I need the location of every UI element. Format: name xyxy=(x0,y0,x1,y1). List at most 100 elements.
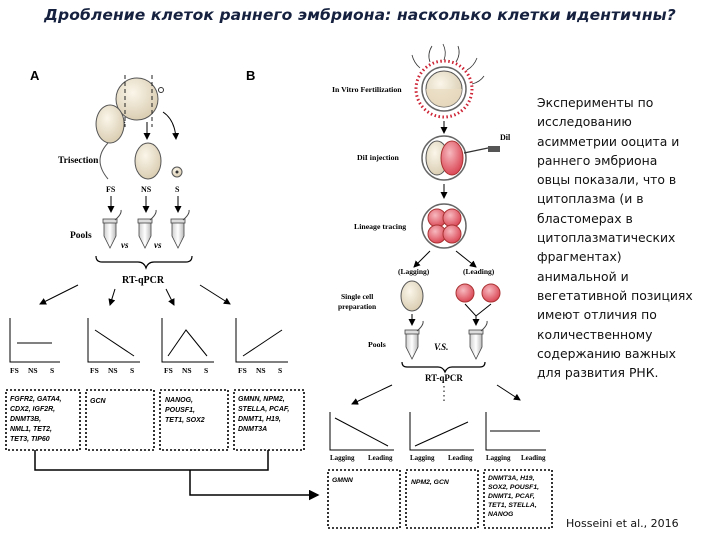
ivf-label: In Vitro Fertilization xyxy=(332,85,402,94)
graph-a2-x-s: S xyxy=(130,366,134,375)
gene-box-a4-line: STELLA, PCAF, xyxy=(238,406,289,413)
gene-box-a2 xyxy=(85,389,155,451)
graph-a-3 xyxy=(161,318,214,363)
tube-icon xyxy=(404,320,424,360)
vs-label-1: vs xyxy=(121,240,129,250)
gene-box-a4-line: GMNN, NPM2, xyxy=(238,396,285,403)
description-line: вегетативной позициях xyxy=(537,287,693,303)
graph-a3-x-s: S xyxy=(204,366,208,375)
cat-s: S xyxy=(175,185,180,194)
lagging-paren: (Lagging) xyxy=(398,267,430,276)
graph-a-1 xyxy=(9,318,60,363)
description-line: бластомерах в xyxy=(537,210,633,226)
description-line: овцы показали, что в xyxy=(537,172,677,188)
gene-box-b1-line: GMNN xyxy=(332,477,354,484)
graph-b-1 xyxy=(329,412,394,451)
description-line: цитоплазма (и в xyxy=(537,191,644,207)
lineage-label: Lineage tracing xyxy=(354,222,406,231)
graph-b1-x-leading: Leading xyxy=(368,454,393,462)
gene-box-b2-line: NPM2, GCN xyxy=(411,479,450,486)
description-line: анимальной и xyxy=(537,268,629,284)
panel-a-label: A xyxy=(30,68,40,83)
description-line: раннего эмбриона xyxy=(537,152,658,168)
tube-icon xyxy=(102,209,122,249)
description-line: исследованию xyxy=(537,114,632,130)
gene-box-b3-line: DNMT3A, H19, xyxy=(488,475,535,482)
graph-a4-x-s: S xyxy=(278,366,282,375)
pools-label-a: Pools xyxy=(70,231,92,241)
graph-a-2 xyxy=(87,318,140,363)
dil-label: Dil xyxy=(500,133,511,142)
pools-label-b: Pools xyxy=(368,340,386,349)
gene-box-a3 xyxy=(159,389,229,451)
graph-a3-x-ns: NS xyxy=(182,366,192,375)
gene-box-b2 xyxy=(405,469,479,529)
gene-box-a1-line: NML1, TET2, xyxy=(10,426,52,433)
gene-box-a4 xyxy=(233,389,305,451)
description-line: Эксперименты по xyxy=(537,95,654,110)
oocyte-a xyxy=(115,75,164,127)
dil-injection-label: DiI injection xyxy=(357,153,399,162)
gene-box-b3-line: TET1, STELLA, xyxy=(488,502,537,509)
graph-a1-x-ns: NS xyxy=(28,366,38,375)
graph-b3-x-lagging: Lagging xyxy=(486,454,511,462)
graph-a3-x-fs: FS xyxy=(164,366,173,375)
gene-box-b3 xyxy=(483,469,553,529)
ivf-egg xyxy=(411,43,485,119)
graph-b-2 xyxy=(409,412,474,451)
fragments-a xyxy=(95,104,183,180)
description-line: для развития РНК. xyxy=(537,365,659,381)
graph-b1-x-lagging: Lagging xyxy=(330,454,355,462)
graph-a4-x-fs: FS xyxy=(238,366,247,375)
trisection-label: Trisection xyxy=(58,156,99,166)
graph-a-4 xyxy=(235,318,288,363)
single-cells xyxy=(400,280,501,312)
citation: Hosseini et al., 2016 xyxy=(566,517,679,530)
gene-box-b3-line: NANOG xyxy=(488,511,514,518)
gene-box-a1-line: CDX2, IGF2R, xyxy=(10,406,55,413)
gene-box-a3-line: TET1, SOX2 xyxy=(165,417,205,424)
gene-box-a1-line: TET3, TIP60 xyxy=(10,436,50,443)
description-line: имеют отличия по xyxy=(537,307,657,323)
tube-icon xyxy=(468,320,488,360)
description-line: асимметрии ооцита и xyxy=(537,133,680,149)
graph-a1-x-s: S xyxy=(50,366,54,375)
graph-b2-x-leading: Leading xyxy=(448,454,473,462)
gene-box-a1-line: DNMT3B, xyxy=(10,416,41,423)
gene-box-a1-line: FGFR2, GATA4, xyxy=(10,396,62,403)
description-line: содержанию важных xyxy=(537,345,677,361)
description-line: фрагментах) xyxy=(537,249,622,265)
gene-box-a3-line: POUSF1, xyxy=(165,407,195,414)
vs-label-b: V.S. xyxy=(434,342,448,352)
gene-box-a3-line: NANOG, xyxy=(165,397,193,404)
description-text: Эксперименты по исследованию асимметрии … xyxy=(537,93,715,382)
single-cell-label-2: preparation xyxy=(338,302,377,311)
graph-a4-x-ns: NS xyxy=(256,366,266,375)
panel-b-label: B xyxy=(246,68,255,83)
gene-box-a4-line: DNMT3A xyxy=(238,426,267,433)
gene-box-b3-line: DNMT1, PCAF, xyxy=(488,493,535,500)
dil-embryo xyxy=(421,135,500,181)
graph-a1-x-fs: FS xyxy=(10,366,19,375)
graph-b-3 xyxy=(485,412,546,451)
description-line: цитоплазматических xyxy=(537,230,676,246)
gene-box-a4-line: DNMT1, H19, xyxy=(238,416,281,423)
leading-paren: (Leading) xyxy=(463,267,495,276)
graph-b3-x-leading: Leading xyxy=(521,454,546,462)
lineage-embryo xyxy=(421,203,467,249)
gene-box-b1 xyxy=(327,469,401,529)
description-line: количественному xyxy=(537,326,653,342)
gene-box-a1 xyxy=(5,389,81,451)
vs-label-2: vs xyxy=(154,240,162,250)
gene-box-a2-line: GCN xyxy=(90,398,107,405)
graph-a2-x-ns: NS xyxy=(108,366,118,375)
cat-fs: FS xyxy=(106,185,116,194)
cat-ns: NS xyxy=(141,185,152,194)
rtqpcr-label-a: RT-qPCR xyxy=(122,275,165,286)
graph-b2-x-lagging: Lagging xyxy=(410,454,435,462)
rtqpcr-label-b: RT-qPCR xyxy=(425,373,463,383)
tube-icon xyxy=(170,209,190,249)
single-cell-label-1: Single cell xyxy=(341,292,373,301)
gene-box-b3-line: SOX2, POUSF1, xyxy=(488,484,539,491)
